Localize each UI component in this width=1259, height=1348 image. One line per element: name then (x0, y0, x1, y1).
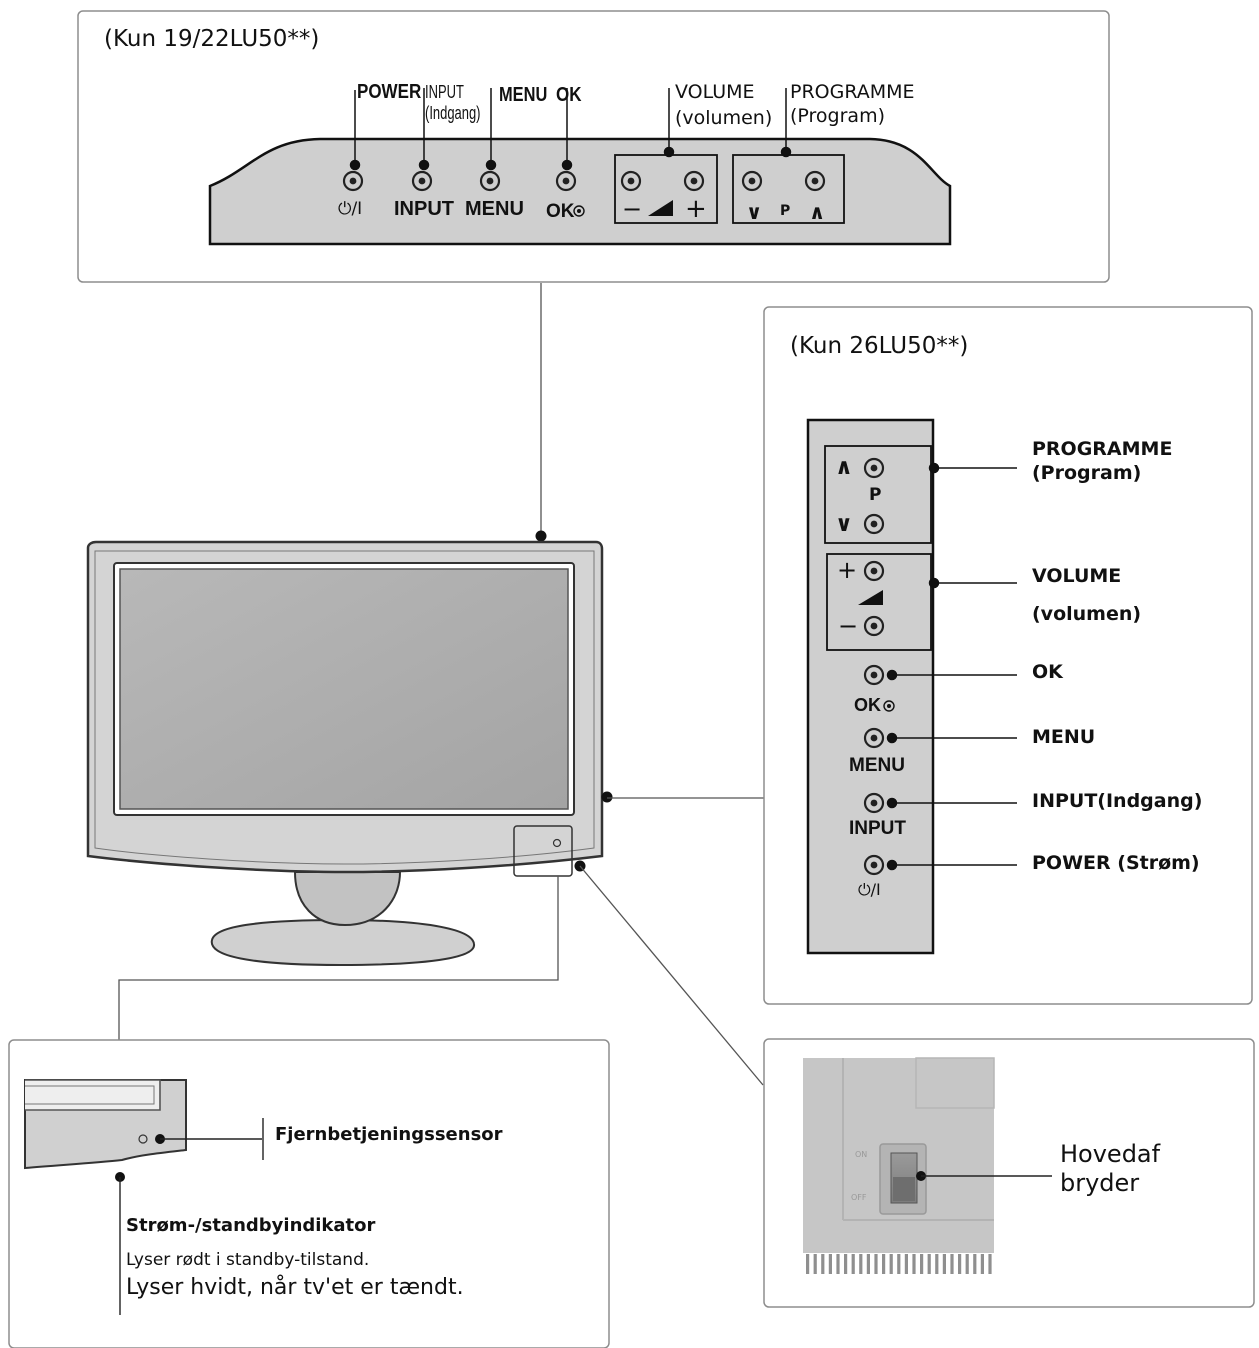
bottom-right-panel (763, 1038, 1255, 1308)
vent-slot (882, 1254, 886, 1274)
input-button-label: INPUT (394, 198, 454, 220)
top-leader-lines (349, 88, 792, 171)
side-input-label: INPUT (849, 818, 906, 839)
side-programme-up-label: ∧ (835, 455, 853, 480)
vent-slot (813, 1254, 817, 1274)
side-menu-label: MENU (849, 755, 905, 776)
top-control-bar (208, 137, 952, 246)
bottom-left-panel (8, 1039, 610, 1348)
switch-off-label: OFF (851, 1193, 867, 1202)
vent-slot (973, 1254, 977, 1274)
vent-slot (942, 1254, 946, 1274)
main-switch-label-line1: Hovedaf (1060, 1140, 1161, 1168)
side-programme-callout-line1: PROGRAMME (1032, 438, 1173, 460)
vent-slot (935, 1254, 939, 1274)
menu-callout: MENU (499, 84, 548, 106)
volume-ramp-icon (648, 200, 673, 216)
side-ok-label: OK (854, 695, 881, 715)
side-programme-group (824, 445, 932, 544)
side-programme-callout-line2: (Program) (1032, 462, 1142, 484)
vent-slot (889, 1254, 893, 1274)
side-power-label: ⏻/I (858, 880, 881, 899)
programme-up-label: ∧ (809, 200, 826, 224)
tv-illustration (86, 540, 604, 967)
vent-slot (851, 1254, 855, 1274)
main-switch-label-line2: bryder (1060, 1169, 1140, 1197)
vent-slot (806, 1254, 810, 1274)
remote-sensor-label: Fjernbetjeningssensor (275, 1124, 503, 1145)
power-callout: POWER (357, 81, 422, 103)
volume-plus-label: + (685, 194, 707, 224)
side-volume-callout-line1: VOLUME (1032, 565, 1122, 587)
volume-minus-label: − (622, 195, 643, 223)
input-callout-line2: (Indgang) (425, 103, 481, 123)
vent-slot (912, 1254, 916, 1274)
side-ok-callout: OK (1032, 661, 1063, 683)
side-menu-callout: MENU (1032, 726, 1096, 748)
vent-slots (806, 1254, 992, 1274)
ok-dot-icon (573, 205, 585, 217)
standby-indicator-title: Strøm-/standbyindikator (126, 1215, 376, 1236)
side-leader-lines (886, 462, 1017, 871)
side-programme-down-label: ∨ (835, 512, 853, 537)
side-input-callout: INPUT(Indgang) (1032, 790, 1203, 812)
switch-on-label: ON (855, 1150, 868, 1159)
vent-slot (836, 1254, 840, 1274)
top-panel-title: (Kun 19/22LU50**) (104, 26, 320, 52)
vent-slot (920, 1254, 924, 1274)
side-control-bar (806, 418, 935, 955)
power-button-label: ⏻/I (338, 199, 363, 219)
ok-callout: OK (556, 84, 582, 106)
switch-leader (916, 1171, 1052, 1181)
vent-slot (965, 1254, 969, 1274)
programme-p-label: P (780, 203, 791, 219)
side-power-callout: POWER (Strøm) (1032, 852, 1200, 874)
programme-callout-line2: (Program) (790, 105, 885, 127)
side-volume-plus-label: + (837, 556, 858, 584)
vent-slot (874, 1254, 878, 1274)
sensor-connector (118, 876, 559, 1040)
side-volume-group (826, 553, 932, 651)
vent-slot (844, 1254, 848, 1274)
menu-button-label: MENU (465, 198, 524, 220)
input-callout-line1: INPUT (425, 82, 464, 102)
vent-slot (859, 1254, 863, 1274)
volume-callout-line2: (volumen) (675, 107, 773, 129)
vent-slot (980, 1254, 984, 1274)
bottom-left-leaders (115, 1118, 264, 1315)
vent-slot (950, 1254, 954, 1274)
side-volume-minus-label: − (838, 612, 859, 640)
side-volume-callout-line2: (volumen) (1032, 603, 1142, 625)
vent-slot (904, 1254, 908, 1274)
vent-slot (828, 1254, 832, 1274)
vent-slot (897, 1254, 901, 1274)
side-ok-dot-icon (883, 700, 895, 712)
vent-slot (866, 1254, 870, 1274)
vent-slot (958, 1254, 962, 1274)
side-programme-p-label: P (869, 485, 882, 505)
standby-indicator-line1: Lyser rødt i standby-tilstand. (126, 1250, 370, 1270)
vent-slot (988, 1254, 992, 1274)
top-panel (77, 10, 1110, 283)
switch-connector (574, 860, 764, 1086)
programme-callout-line1: PROGRAMME (790, 81, 915, 103)
side-volume-ramp-icon (858, 590, 883, 605)
programme-down-label: ∨ (746, 200, 763, 224)
volume-callout-line1: VOLUME (675, 81, 755, 103)
side-panel-title: (Kun 26LU50**) (790, 333, 969, 359)
ok-button-label: OK (546, 201, 575, 222)
vent-slot (927, 1254, 931, 1274)
side-panel (763, 306, 1253, 1005)
vent-slot (821, 1254, 825, 1274)
side-connector (601, 791, 764, 803)
standby-indicator-line2: Lyser hvidt, når tv'et er tændt. (126, 1275, 464, 1300)
top-connector (535, 283, 547, 542)
